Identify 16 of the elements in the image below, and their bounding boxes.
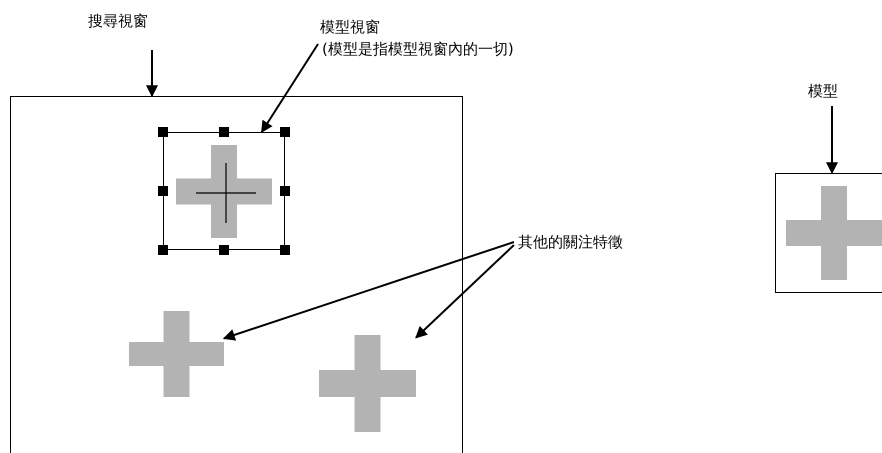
arrow — [415, 244, 515, 338]
annotation-note: (模型是指模型視窗內的一切) — [322, 39, 514, 60]
annotation-label: 其他的關注特徵 — [518, 232, 623, 253]
arrow — [222, 241, 514, 341]
cross-shape — [786, 186, 882, 280]
cross-shape — [129, 311, 224, 397]
arrow — [826, 106, 838, 174]
window-frame — [775, 173, 882, 293]
arrow — [146, 50, 158, 98]
annotation-label: 搜尋視窗 — [88, 11, 148, 32]
annotation-label: 模型視窗 — [320, 17, 381, 38]
cross-shape — [176, 145, 272, 238]
cross-shape — [319, 335, 416, 432]
arrow — [260, 43, 319, 133]
window-frame — [10, 96, 463, 453]
annotation-label: 模型 — [808, 81, 838, 102]
